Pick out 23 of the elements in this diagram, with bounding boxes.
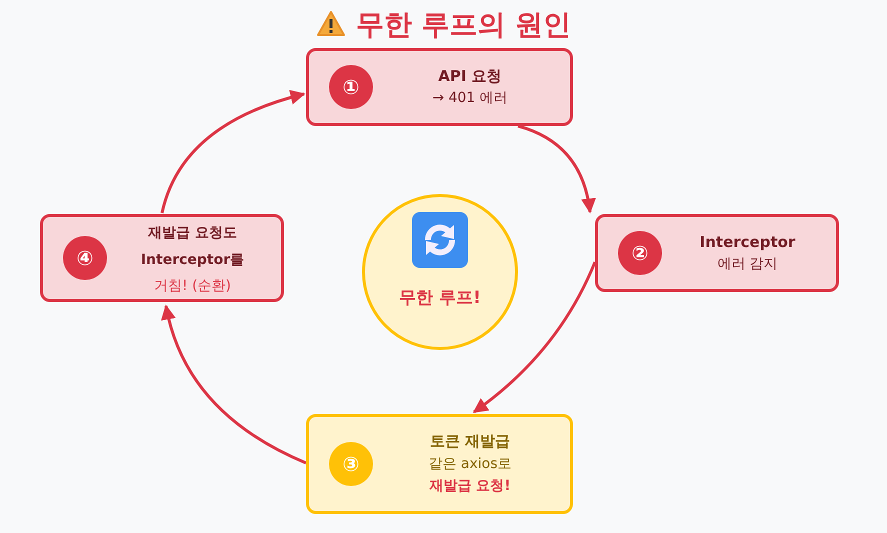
step-number: ④ <box>63 236 107 280</box>
step-text: Interceptor <box>698 232 796 252</box>
arrow <box>518 124 596 214</box>
step-text: 토큰 재발급 <box>428 432 512 451</box>
step-text: 에러 감지 <box>716 256 779 274</box>
step-box <box>306 414 573 514</box>
arrow <box>162 304 307 464</box>
step-number: ② <box>618 231 662 275</box>
step-text: API 요청 <box>437 66 503 86</box>
title: 무한 루프의 원인 <box>356 8 572 41</box>
step-box <box>306 48 573 126</box>
step-text: 재발급 요청! <box>428 478 512 496</box>
step-number: ③ <box>329 442 373 486</box>
arrow <box>160 90 306 214</box>
step-text: → 401 에러 <box>431 90 509 108</box>
arrow <box>472 261 596 414</box>
step-text: 거침! (순환) <box>153 278 232 296</box>
step-box <box>595 214 839 292</box>
step-number: ① <box>329 65 373 109</box>
step-box <box>40 214 284 302</box>
loop-label: 무한 루프! <box>398 288 482 310</box>
step-text: 재발급 요청도 Interceptor를 <box>140 224 246 270</box>
step-text: 같은 axios로 <box>427 456 513 474</box>
